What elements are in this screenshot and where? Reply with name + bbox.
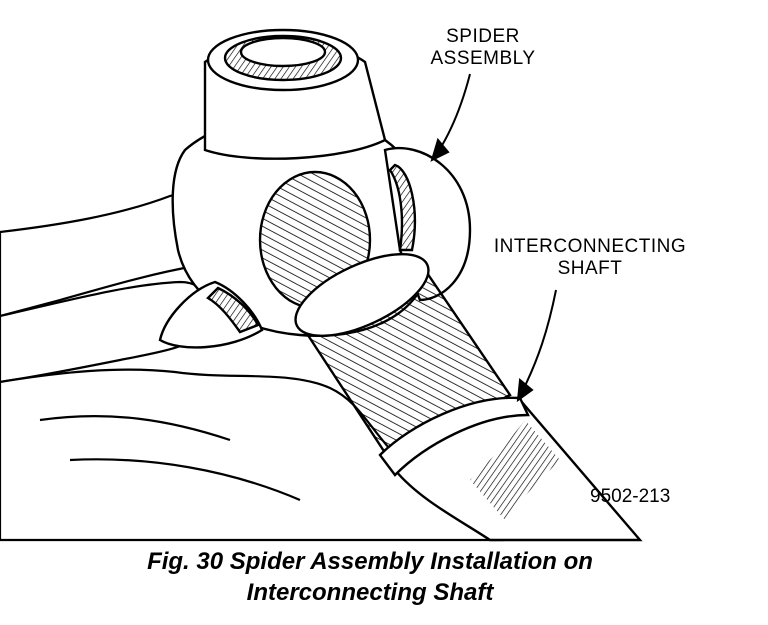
figure-caption: Fig. 30 Spider Assembly Installation on … <box>60 546 680 608</box>
shaft-collar <box>378 396 530 477</box>
shaft-end-face <box>294 252 430 338</box>
caption-line1: Fig. 30 Spider Assembly Installation on <box>147 548 593 575</box>
callout-shaft-line2: SHAFT <box>557 258 623 279</box>
callout-shaft-line1: INTERCONNECTING <box>493 236 687 257</box>
leader-lines <box>430 73 557 403</box>
top-roller-center <box>239 36 327 68</box>
right-roller-bands <box>388 163 416 252</box>
spider-leader-arrow <box>437 73 471 153</box>
callout-interconnecting-shaft: INTERCONNECTING SHAFT <box>460 236 720 280</box>
figure-id: 9502-213 <box>590 486 671 507</box>
shaft-leader-arrow <box>521 289 557 393</box>
interconnecting-shaft <box>294 252 643 542</box>
shaft-shade <box>470 420 560 520</box>
callout-spider-assembly: SPIDER ASSEMBLY <box>408 26 558 70</box>
shaft-arrowhead <box>516 378 534 403</box>
spider-arrowhead <box>430 137 450 162</box>
caption-line2: Interconnecting Shaft <box>246 579 494 606</box>
callout-spider-line1: SPIDER <box>446 26 520 47</box>
callout-spider-line2: ASSEMBLY <box>430 48 536 69</box>
left-roller-bands <box>206 286 260 334</box>
finger-crease <box>39 414 301 502</box>
